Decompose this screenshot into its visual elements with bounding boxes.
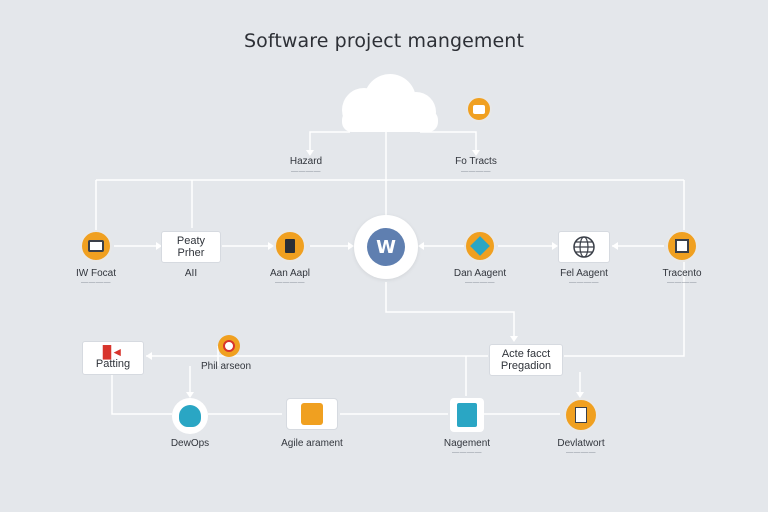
chat-icon[interactable]	[466, 96, 492, 122]
document-icon[interactable]	[274, 230, 306, 262]
patting-label: Patting	[95, 358, 131, 370]
fel-aagent-box[interactable]	[558, 231, 610, 263]
artefact-line2: Pregadion	[500, 360, 552, 372]
devops-node[interactable]	[172, 398, 208, 434]
hazard-label: Hazard	[289, 156, 323, 167]
iw-focat-sublabel: ————	[81, 279, 111, 286]
fo-tracts-sublabel: ————	[461, 168, 491, 175]
central-hub[interactable]: W	[354, 215, 418, 279]
globe-icon	[573, 236, 595, 258]
server-icon	[457, 403, 477, 427]
browser-window-icon[interactable]	[80, 230, 112, 262]
fo-tracts-label: Fo Tracts	[455, 156, 497, 167]
nagement-sublabel: ————	[452, 449, 482, 456]
peaty-sublabel: AII	[184, 268, 198, 279]
hub-letter: W	[367, 228, 405, 266]
nagement-node[interactable]	[450, 398, 484, 432]
devlatwort-sublabel: ————	[566, 449, 596, 456]
tracento-label: Tracento	[662, 268, 702, 279]
iw-focat-label: IW Focat	[75, 268, 116, 279]
phil-arseon-label: Phil arseon	[200, 361, 252, 372]
fel-aagent-label: Fel Aagent	[560, 268, 608, 279]
map-icon[interactable]	[464, 230, 496, 262]
shield-icon	[179, 405, 201, 427]
tracento-sublabel: ————	[667, 279, 697, 286]
phone-icon[interactable]	[218, 335, 240, 357]
agile-arament-box[interactable]	[286, 398, 338, 430]
file-icon[interactable]	[564, 398, 598, 432]
lock-icon	[301, 403, 323, 425]
nagement-label: Nagement	[443, 438, 491, 449]
peaty-prher-box[interactable]: Peaty Prher	[161, 231, 221, 263]
aan-aapl-sublabel: ————	[275, 279, 305, 286]
dr-logo-icon: █◄	[102, 345, 124, 359]
dan-aagent-sublabel: ————	[465, 279, 495, 286]
devops-label: DewOps	[170, 438, 210, 449]
aan-aapl-label: Aan Aapl	[269, 268, 311, 279]
artefact-box[interactable]: Acte facct Pregadion	[489, 344, 563, 376]
agile-arament-label: Agile arament	[281, 438, 343, 449]
cloud-icon	[342, 74, 438, 132]
artefact-line1: Acte facct	[501, 348, 551, 360]
page-title: Software project mangement	[243, 30, 524, 52]
fel-aagent-sublabel: ————	[569, 279, 599, 286]
patting-box[interactable]: █◄ Patting	[82, 341, 144, 375]
devlatwort-label: Devlatwort	[557, 438, 605, 449]
printer-icon[interactable]	[666, 230, 698, 262]
hazard-sublabel: ————	[291, 168, 321, 175]
dan-aagent-label: Dan Aagent	[453, 268, 507, 279]
